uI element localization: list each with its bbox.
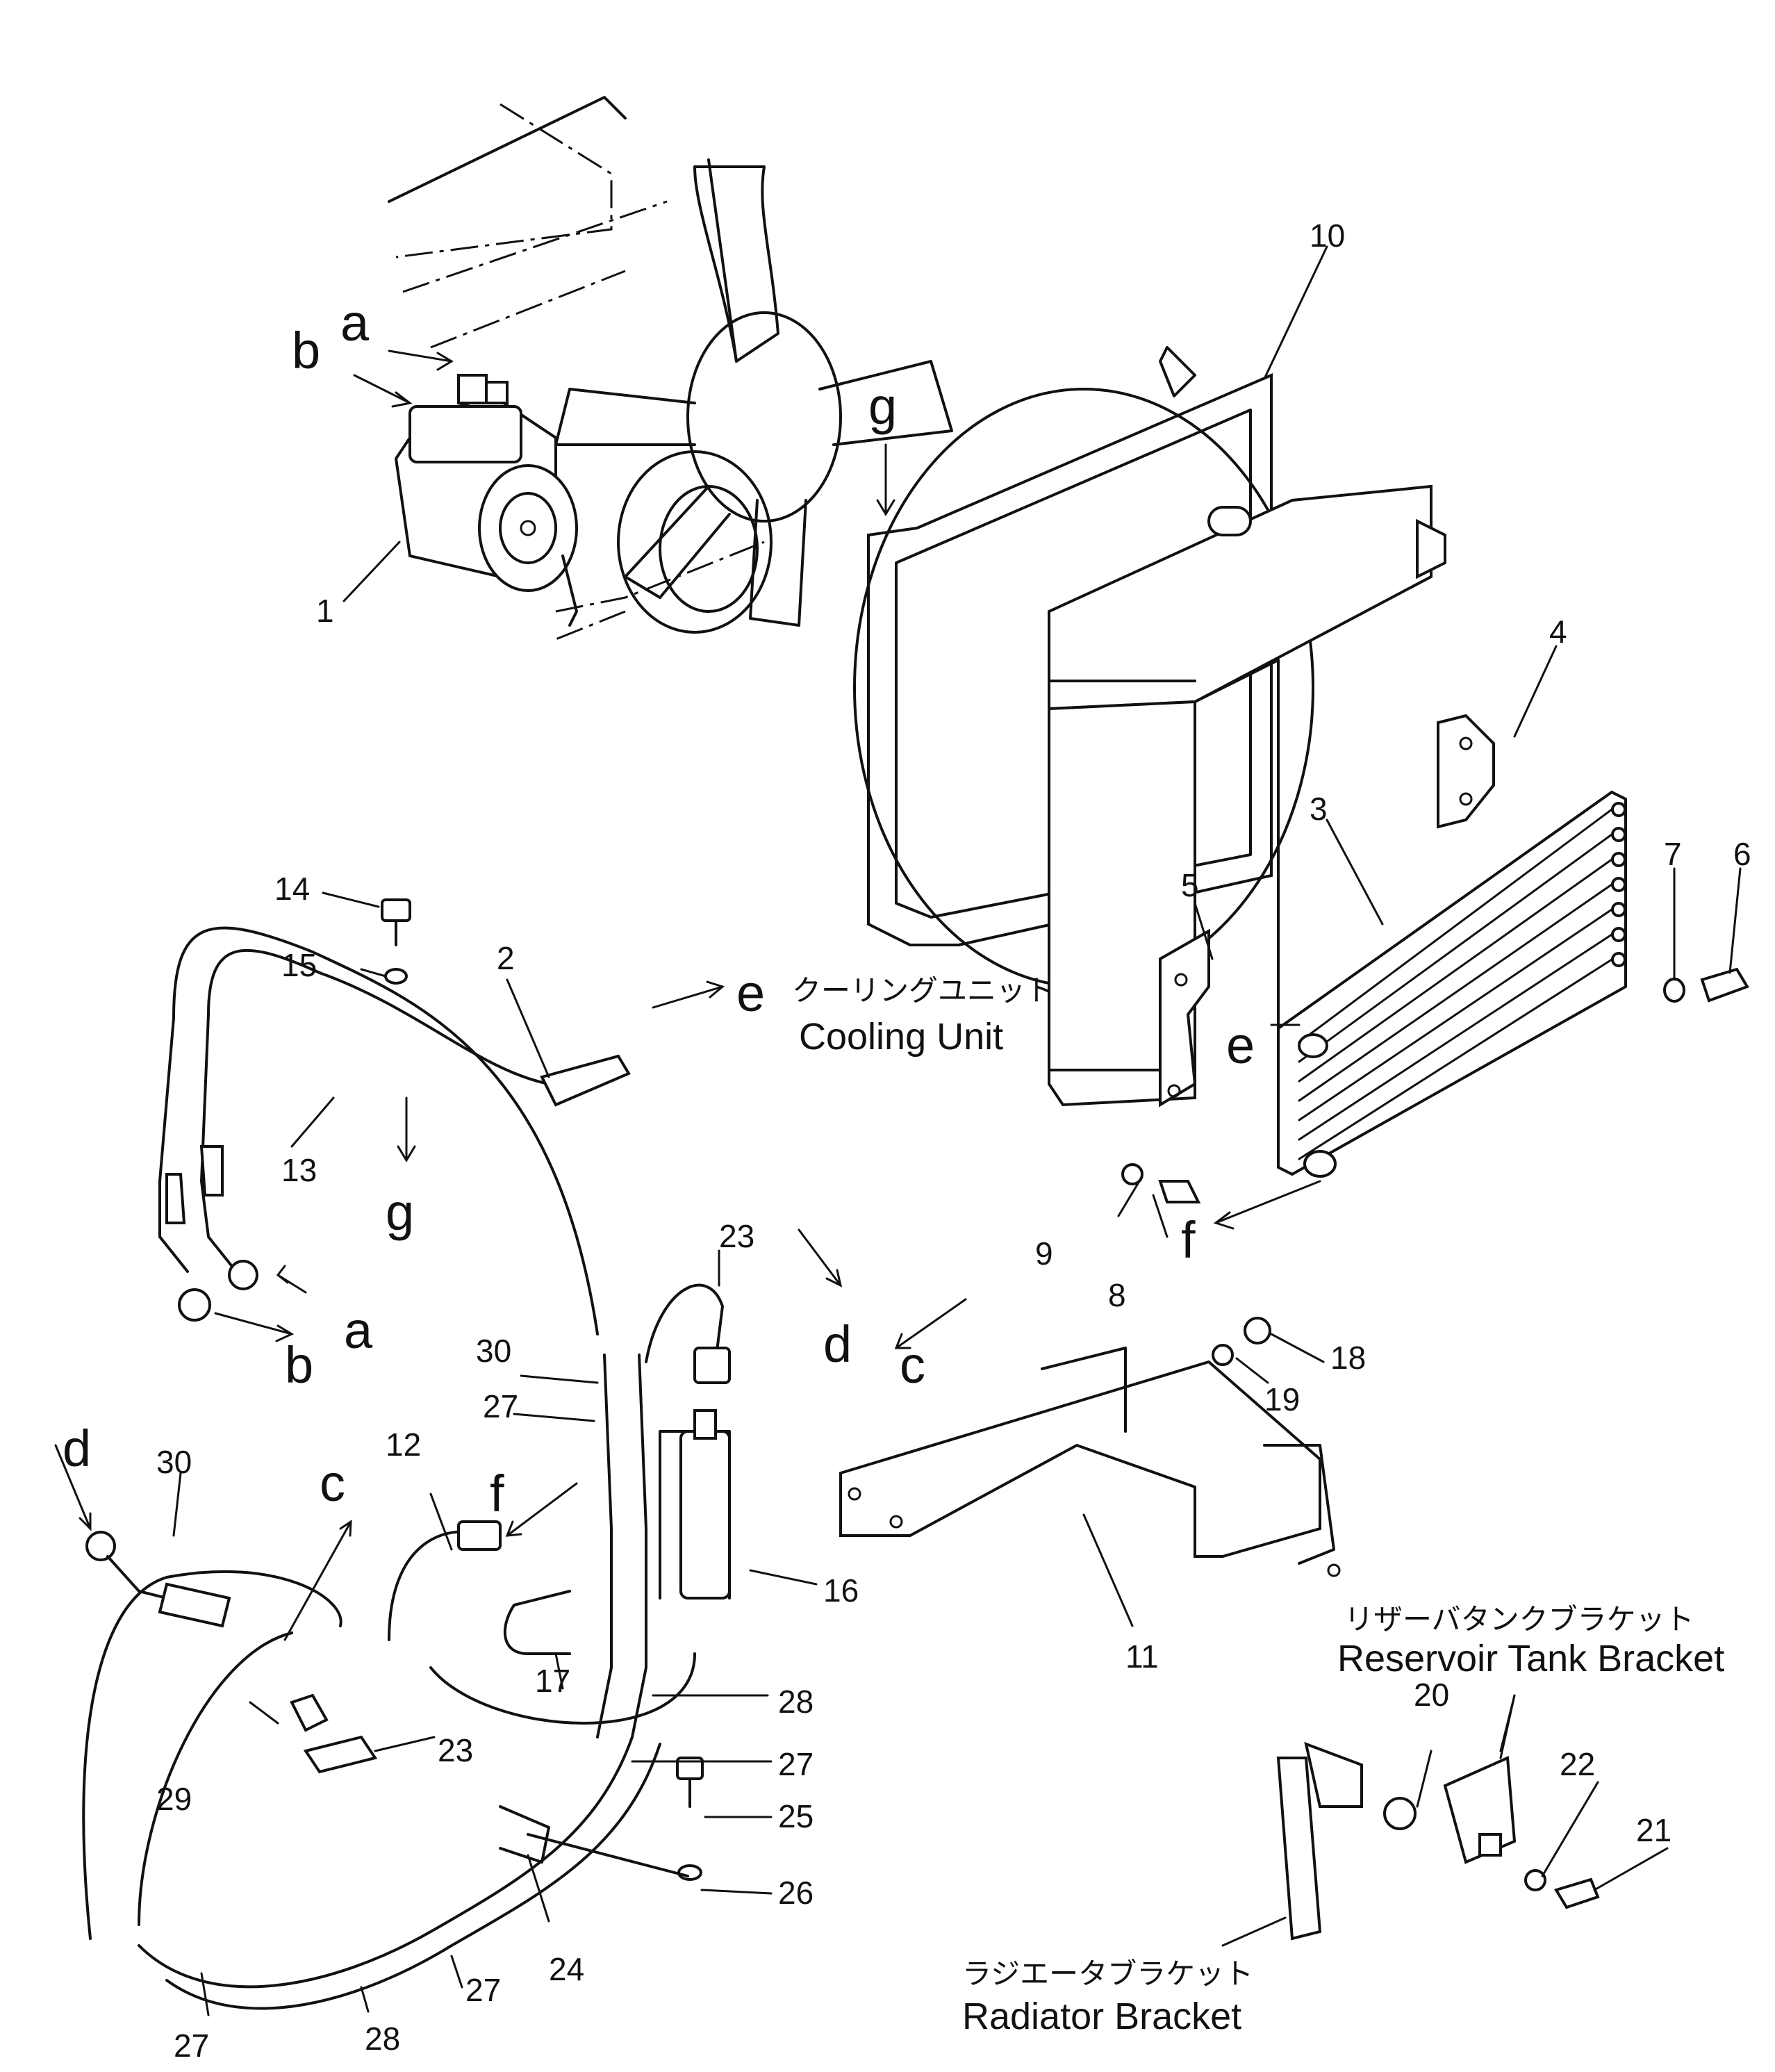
label-part-21: 21 [1636,1812,1671,1848]
label-part-27: 27 [483,1388,518,1424]
label-part-2: 2 [497,940,515,976]
compressor [394,374,578,627]
label-part-9: 9 [1035,1235,1053,1272]
label-conn-b2: b [285,1336,313,1394]
label-conn-d2: d [63,1420,91,1477]
radiator-bracket [1276,1741,1363,1941]
label-conn-b: b [292,322,320,379]
label-conn-a: a [340,294,370,352]
leader-lines [172,245,1742,2016]
clamp-24 [499,1805,689,1877]
label-part-1: 1 [316,593,334,629]
label-conn-e2: e [1226,1017,1255,1074]
label-part-23: 23 [719,1218,754,1254]
label-part-29: 29 [156,1781,192,1817]
condenser-tube [1298,958,1613,1160]
label-conn-e: e [736,964,765,1022]
condenser-tube-end [1611,802,1626,817]
label-part-27b: 27 [778,1746,814,1782]
caption-radiator-bracket-jp: ラジエータブラケット [962,1957,1253,1991]
caption-reservoir-bracket-en: Reservoir Tank Bracket [1337,1638,1724,1679]
label-part-10: 10 [1310,217,1345,254]
label-conn-d: d [823,1315,852,1373]
label-part-28b: 28 [365,2021,400,2057]
label-conn-g2: g [386,1183,414,1241]
label-conn-f2: f [490,1465,504,1522]
radiator [1048,484,1446,1107]
caption-cooling-unit-en: Cooling Unit [799,1016,1003,1058]
label-part-16: 16 [823,1572,859,1609]
label-part-3: 3 [1310,791,1328,827]
fasteners [381,898,1749,1909]
connection-arrows [54,350,1516,1947]
bracket-5 [1159,928,1210,1108]
connection-labels: a b g e e f g a b d c d c f [63,294,1255,1522]
label-part-22: 22 [1560,1746,1595,1782]
label-part-7: 7 [1664,836,1682,872]
condenser-tube [1298,933,1613,1141]
bracket-4 [1437,714,1495,829]
label-part-28: 28 [778,1684,814,1720]
label-conn-g: g [868,377,897,435]
label-part-17: 17 [535,1663,570,1699]
label-part-14: 14 [274,871,310,907]
label-part-13: 13 [281,1152,317,1188]
captions: クーリングユニット Cooling Unit リザーバタンクブラケット Rese… [792,973,1724,2037]
label-conn-f: f [1181,1211,1196,1269]
label-part-20: 20 [1414,1677,1449,1713]
caption-cooling-unit-jp: クーリングユニット [792,973,1055,1008]
condenser-tube [1298,908,1613,1121]
label-conn-c: c [900,1336,925,1394]
label-part-27d: 27 [174,2028,209,2064]
caption-radiator-bracket-en: Radiator Bracket [962,1996,1241,2037]
label-part-5: 5 [1181,867,1199,903]
label-part-24: 24 [549,1951,584,1987]
condenser-tube [1298,858,1613,1083]
label-part-6: 6 [1733,836,1751,872]
label-part-4: 4 [1549,614,1567,650]
condenser-tube-end [1611,852,1626,867]
label-part-26: 26 [778,1875,814,1911]
condenser-tube-end [1611,902,1626,917]
condenser-tube [1298,808,1613,1044]
hoses [82,926,731,2010]
label-part-23b: 23 [438,1732,473,1768]
condenser-tube-end [1611,927,1626,942]
label-part-27c: 27 [465,1972,501,2008]
label-part-30: 30 [476,1333,511,1369]
label-part-30b: 30 [156,1444,192,1480]
label-part-8: 8 [1108,1277,1126,1313]
condenser-tube-end [1611,952,1626,967]
label-conn-a2: a [344,1301,373,1359]
condenser-tube-end [1611,827,1626,842]
label-part-15: 15 [281,947,317,983]
label-part-19: 19 [1264,1381,1300,1417]
reservoir-tank-bracket-11 [839,1347,1341,1577]
label-part-18: 18 [1330,1340,1366,1376]
label-conn-c2: c [320,1454,345,1512]
caption-reservoir-bracket-jp: リザーバタンクブラケット [1344,1602,1694,1636]
fan [554,158,953,634]
condenser-tube [1298,833,1613,1063]
engine-outline [388,96,765,641]
part-labels: 1 2 3 4 5 6 7 8 9 10 11 12 13 14 15 16 1… [156,217,1751,2064]
label-part-11: 11 [1125,1638,1159,1675]
label-part-12: 12 [386,1426,421,1463]
condenser-tube [1298,883,1613,1102]
label-part-25: 25 [778,1798,814,1834]
reservoir-bracket-small [1443,1756,1517,1864]
condenser [1277,790,1627,1178]
condenser-tube-end [1611,877,1626,892]
